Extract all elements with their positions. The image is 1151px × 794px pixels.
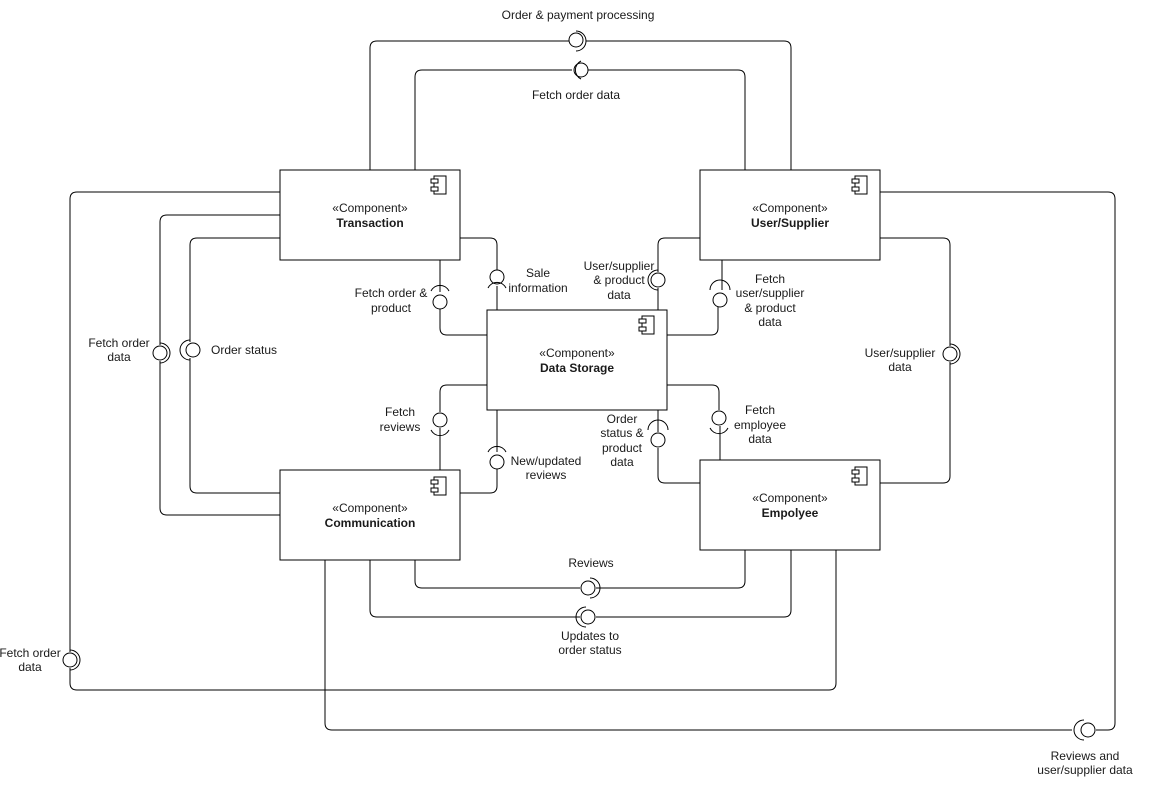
label-reviews-user-supplier-data-1: Reviews and <box>1051 749 1120 763</box>
interface-reviews <box>580 577 601 599</box>
label-fetch-user-supplier-product-data-1: Fetch <box>755 272 785 286</box>
connector-reviews <box>414 550 746 589</box>
component-name: Communication <box>325 516 416 530</box>
label-fetch-reviews-1: Fetch <box>385 405 415 419</box>
connector-fetch-employee-data <box>667 384 721 460</box>
component-communication[interactable]: «Component» Communication <box>279 469 461 561</box>
label-new-updated-reviews-2: reviews <box>526 468 567 482</box>
label-fetch-user-supplier-product-data-4: data <box>758 315 782 329</box>
label-fetch-reviews-2: reviews <box>380 420 421 434</box>
label-fetch-employee-data-1: Fetch <box>745 403 775 417</box>
interface-sale-information <box>487 269 507 289</box>
label-fetch-user-supplier-product-data-3: & product <box>744 301 796 315</box>
label-updates-order-status-2: order status <box>558 643 621 657</box>
component-stereotype: «Component» <box>752 491 828 505</box>
connector-reviews-user-supplier-data <box>324 191 1116 731</box>
connector-fetch-user-supplier-product-data <box>667 256 723 336</box>
label-fetch-order-data-left-1: Fetch order <box>88 336 149 350</box>
label-fetch-order-data-bottom-left-2: data <box>18 660 42 674</box>
label-user-supplier-product-data-2: & product <box>593 273 645 287</box>
label-order-status-product-data-1: Order <box>607 412 638 426</box>
connector-order-status-product-data <box>657 410 700 484</box>
label-order-payment-processing: Order & payment processing <box>502 8 655 22</box>
label-fetch-order-data-left-2: data <box>107 350 131 364</box>
component-stereotype: «Component» <box>752 201 828 215</box>
interface-updates-order-status <box>575 606 596 628</box>
connector-fetch-order-data-left <box>159 214 280 516</box>
label-user-supplier-product-data-3: data <box>607 288 631 302</box>
component-stereotype: «Component» <box>332 201 408 215</box>
interface-user-supplier-product-data <box>647 269 666 291</box>
interface-fetch-order-data-top <box>573 60 589 80</box>
label-new-updated-reviews-1: New/updated <box>511 454 582 468</box>
interface-labels: Order & payment processing Fetch order d… <box>0 8 1133 777</box>
label-user-supplier-product-data-1: User/supplier <box>584 259 655 273</box>
connectors <box>69 40 1116 731</box>
connector-new-updated-reviews <box>460 410 498 494</box>
interface-fetch-order-product <box>430 284 450 310</box>
label-updates-order-status-1: Updates to <box>561 629 619 643</box>
component-icon <box>851 466 868 486</box>
connector-user-supplier-product-data <box>657 237 700 310</box>
connector-fetch-order-product <box>439 260 487 336</box>
connector-fetch-order-data-top <box>414 69 746 170</box>
component-icon <box>638 315 655 335</box>
component-name: Transaction <box>336 216 403 230</box>
component-name: Empolyee <box>762 506 819 520</box>
component-data-storage[interactable]: «Component» Data Storage <box>486 309 668 411</box>
connector-order-status <box>189 237 280 494</box>
connector-fetch-reviews <box>439 384 487 470</box>
interface-fetch-employee-data <box>709 410 729 435</box>
connector-sale-information <box>460 237 498 310</box>
component-icon <box>851 175 868 195</box>
interface-order-status-product-data <box>647 419 669 448</box>
label-user-supplier-data-1: User/supplier <box>865 346 936 360</box>
interface-order-payment-processing <box>568 30 587 52</box>
component-icon <box>430 175 447 195</box>
connector-updates-order-status <box>369 550 792 618</box>
label-fetch-employee-data-3: data <box>748 432 772 446</box>
component-user-supplier[interactable]: «Component» User/Supplier <box>699 169 881 261</box>
connector-order-payment-processing <box>369 40 792 170</box>
label-user-supplier-data-2: data <box>888 360 912 374</box>
connector-fetch-order-data-bottom-left <box>69 191 837 691</box>
interface-user-supplier-data <box>942 343 961 365</box>
label-sale-information-2: information <box>508 281 567 295</box>
component-transaction[interactable]: «Component» Transaction <box>279 169 461 261</box>
interface-fetch-user-supplier-product-data <box>709 279 731 308</box>
label-fetch-order-data-top: Fetch order data <box>532 88 620 102</box>
interface-symbols <box>62 30 1096 741</box>
interface-reviews-user-supplier-data <box>1073 719 1096 741</box>
label-reviews-user-supplier-data-2: user/supplier data <box>1037 763 1133 777</box>
interface-fetch-order-data-left <box>152 342 171 364</box>
label-fetch-employee-data-2: employee <box>734 418 786 432</box>
component-icon <box>430 476 447 496</box>
label-order-status-product-data-3: product <box>602 441 643 455</box>
component-stereotype: «Component» <box>539 346 615 360</box>
label-fetch-order-product-2: product <box>371 301 412 315</box>
interface-fetch-reviews <box>430 412 450 437</box>
component-employee[interactable]: «Component» Empolyee <box>699 459 881 551</box>
component-name: Data Storage <box>540 361 614 375</box>
label-order-status-product-data-4: data <box>610 455 634 469</box>
interface-fetch-order-data-bottom-left <box>62 649 81 671</box>
interface-order-status <box>179 339 201 361</box>
connector-user-supplier-data <box>880 237 951 484</box>
label-order-status: Order status <box>211 343 277 357</box>
label-sale-information-1: Sale <box>526 266 550 280</box>
component-stereotype: «Component» <box>332 501 408 515</box>
label-order-status-product-data-2: status & <box>600 426 643 440</box>
component-name: User/Supplier <box>751 216 829 230</box>
label-fetch-order-product-1: Fetch order & <box>355 286 428 300</box>
label-reviews: Reviews <box>568 556 613 570</box>
label-fetch-user-supplier-product-data-2: user/supplier <box>736 286 805 300</box>
interface-new-updated-reviews <box>487 445 507 470</box>
label-fetch-order-data-bottom-left-1: Fetch order <box>0 646 61 660</box>
